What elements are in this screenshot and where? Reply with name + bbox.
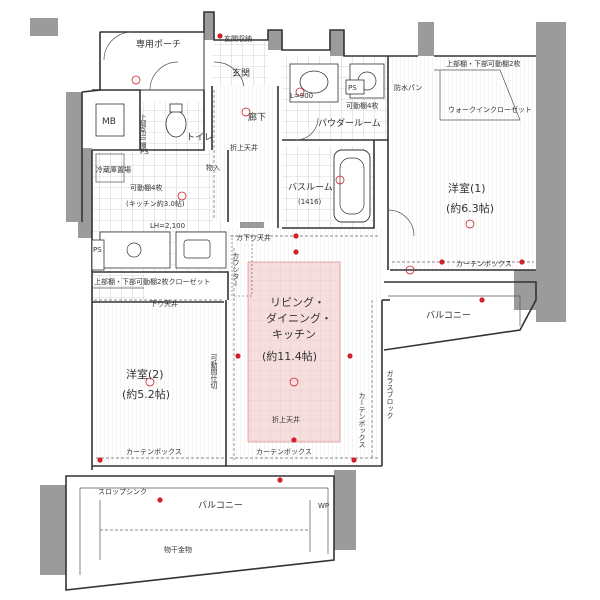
label-ldk-line2: ダイニング・ bbox=[266, 311, 332, 325]
label-entrance: 玄関 bbox=[232, 67, 250, 79]
balcony-right bbox=[383, 281, 537, 351]
hallway-floor bbox=[212, 86, 278, 222]
label-ps-top: PS bbox=[348, 84, 357, 92]
label-walk-in-closet: ウォークインクローゼット bbox=[448, 105, 532, 114]
label-ps-kitchen: PS bbox=[93, 246, 102, 254]
electrical-markers bbox=[97, 33, 525, 503]
label-curtain-box-r1: カーテンボックス bbox=[456, 260, 512, 268]
label-balcony-bottom: バルコニー bbox=[198, 500, 243, 511]
label-ldk-line1: リビング・ bbox=[270, 295, 325, 309]
label-western2-name: 洋室(2) bbox=[126, 367, 164, 381]
label-counter: カウンター bbox=[232, 252, 240, 287]
western2-floor bbox=[92, 304, 224, 466]
label-waterproof-pan: 防水パン bbox=[394, 83, 422, 92]
entrance-floor bbox=[212, 40, 268, 86]
label-fridge-area: 冷蔵庫置場 bbox=[96, 165, 131, 174]
label-slop-sink: スロップシンク bbox=[98, 488, 147, 496]
label-closet-left: 上部棚・下部可動棚2枚クローゼット bbox=[94, 277, 210, 286]
label-western2-size: (約5.2帖) bbox=[122, 387, 170, 401]
label-storage-in: 物入 bbox=[206, 163, 220, 172]
label-private-porch: 専用ポーチ bbox=[136, 38, 181, 50]
interior-walls bbox=[81, 11, 536, 470]
label-laundry-hardware: 物干金物 bbox=[164, 545, 192, 554]
label-glass-block: ガラスブロック bbox=[386, 370, 394, 419]
label-upper-cabinet: 上部吊戸棚 bbox=[139, 113, 147, 150]
label-kitchen: (キッチン約3.0帖) bbox=[126, 199, 185, 208]
label-curtain-box-ldk: カーテンボックス bbox=[256, 448, 312, 456]
label-closet-top: 上部棚・下部可動棚2枚 bbox=[446, 59, 520, 68]
label-western1-name: 洋室(1) bbox=[448, 181, 486, 195]
label-entrance-storage: 玄関収納 bbox=[224, 34, 252, 43]
label-wp: WP bbox=[318, 502, 329, 510]
label-folded-ceiling-top: 折上天井 bbox=[230, 143, 258, 152]
label-downstep-ceiling-mid: カ下り天井 bbox=[236, 233, 271, 242]
label-curtain-box-r2: カーテンボックス bbox=[126, 448, 182, 456]
label-powder-room: パウダールーム bbox=[318, 117, 381, 129]
label-bath-size: (1416) bbox=[298, 198, 322, 206]
room-labels: 専用ポーチ 玄関収納 玄関 MB 上部吊戸棚 トイレ 廊下 折上天井 PS PS… bbox=[93, 34, 532, 554]
label-mb: MB bbox=[102, 117, 116, 127]
ldk-folded-ceiling bbox=[247, 261, 341, 443]
label-movable-shelf-powder: 可動棚4枚 bbox=[346, 101, 378, 110]
label-movable-shelf-kitchen: 可動棚4枚 bbox=[130, 183, 162, 192]
label-folded-ceiling-ldk: 折上天井 bbox=[272, 415, 300, 424]
ceiling-lines bbox=[94, 90, 534, 460]
fixtures bbox=[91, 31, 521, 297]
label-balcony-right: バルコニー bbox=[426, 310, 471, 321]
label-curtain-box-vert: カーテンボックス bbox=[358, 392, 366, 448]
label-hallway: 廊下 bbox=[248, 111, 266, 123]
label-movable-partition: 可動間仕切 bbox=[210, 354, 218, 390]
label-ldk-line3: キッチン bbox=[272, 328, 316, 341]
label-l-dimension: L=900 bbox=[290, 92, 313, 100]
label-ldk-size: (約11.4帖) bbox=[262, 349, 317, 363]
label-downstep-ceiling-left: 下り天井 bbox=[150, 299, 178, 308]
label-lh-dimension: LH=2,100 bbox=[150, 222, 185, 230]
balcony-bottom bbox=[65, 475, 335, 591]
label-ps-left: PS bbox=[140, 148, 149, 156]
label-toilet: トイレ bbox=[186, 133, 213, 143]
label-western1-size: (約6.3帖) bbox=[446, 201, 494, 215]
structural-walls bbox=[30, 12, 566, 575]
label-bathroom: バスルーム bbox=[288, 182, 333, 193]
western1-floor bbox=[390, 56, 536, 270]
